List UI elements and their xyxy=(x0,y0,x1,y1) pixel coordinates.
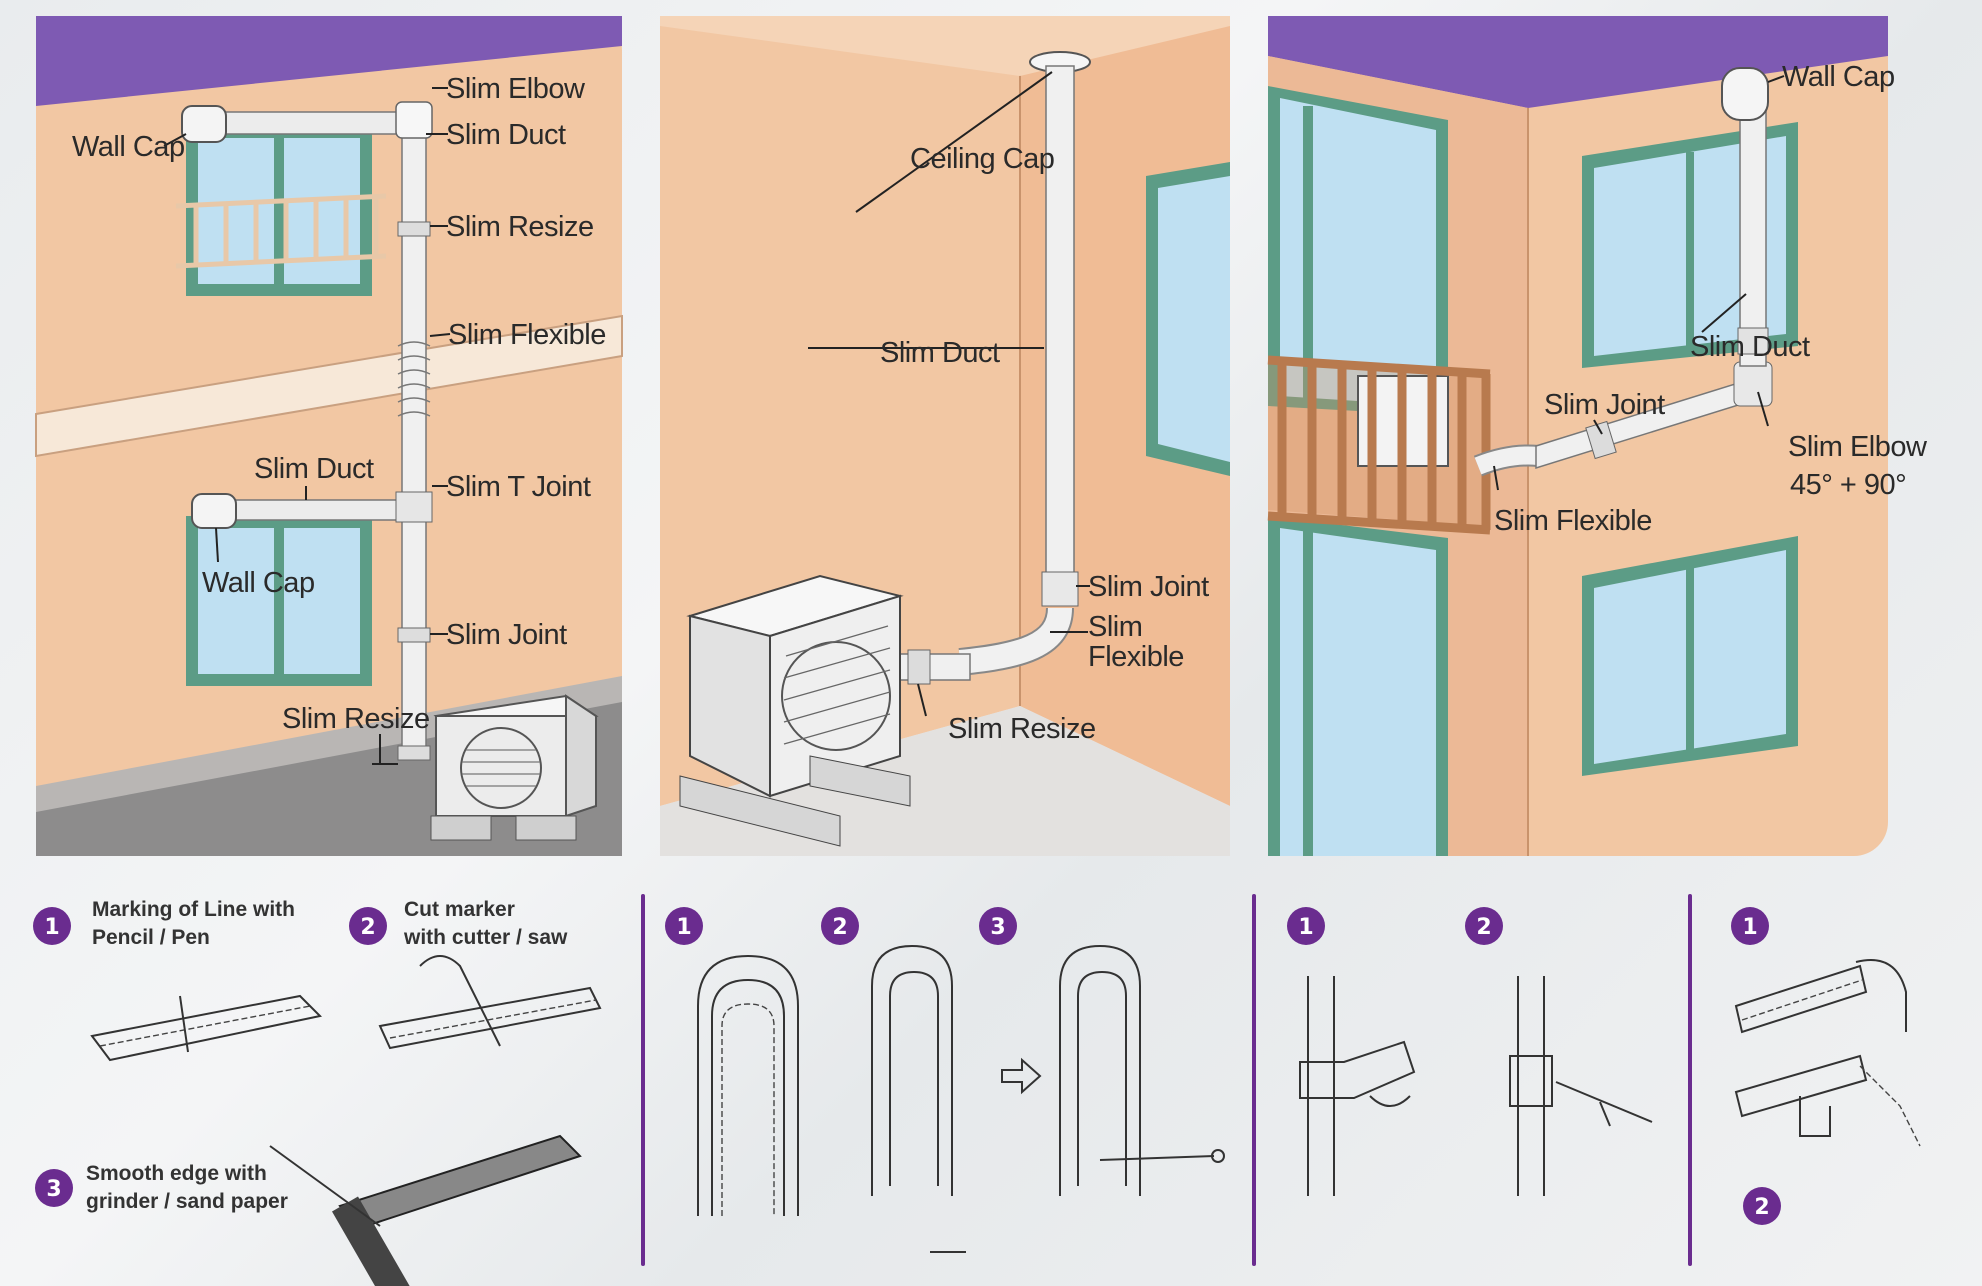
group-elbow-fitting: 1 2 xyxy=(1731,907,1921,1225)
group-cut-duct: 1 Marking of Line with Pencil / Pen 2 Cu… xyxy=(33,898,602,1286)
balcony-illustration: Wall Cap Slim Duct Slim Joint Slim Elbow… xyxy=(1267,16,1928,856)
outdoor-unit xyxy=(430,694,599,841)
panel-corner-ceiling-layout: Ceiling Cap Slim Duct Slim Joint Slim Fl… xyxy=(660,16,1230,856)
label-ceiling-cap: Ceiling Cap xyxy=(910,143,1054,175)
g2-step-badge-3: 3 xyxy=(979,907,1017,945)
window-left-upper xyxy=(1268,86,1448,416)
svg-text:1: 1 xyxy=(44,915,59,940)
corner-illustration: Ceiling Cap Slim Duct Slim Joint Slim Fl… xyxy=(660,16,1230,856)
duct-system xyxy=(181,101,433,761)
window-top xyxy=(175,126,387,296)
label-slim-resize-bottom: Slim Resize xyxy=(282,703,430,735)
divider-1 xyxy=(641,894,645,1266)
step2-text-line2: with cutter / saw xyxy=(403,926,568,949)
divider-3 xyxy=(1688,894,1692,1266)
label-slim-resize: Slim Resize xyxy=(446,211,594,243)
panel-balcony-layout: Wall Cap Slim Duct Slim Joint Slim Elbow… xyxy=(1267,16,1928,856)
label-slim-flexible-line1: Slim xyxy=(1088,611,1142,643)
panel-two-story-duct-layout: Slim Elbow Slim Duct Wall Cap Slim Resiz… xyxy=(35,16,623,856)
divider-2 xyxy=(1252,894,1256,1266)
label-slim-flexible: Slim Flexible xyxy=(1494,505,1652,537)
label-slim-flexible-line2: Flexible xyxy=(1088,641,1184,673)
window-right-lower xyxy=(1582,536,1798,776)
label-slim-elbow-angle: 45° + 90° xyxy=(1790,469,1906,501)
label-slim-elbow: Slim Elbow xyxy=(446,73,586,105)
label-wall-cap: Wall Cap xyxy=(72,131,185,163)
svg-text:1: 1 xyxy=(1742,915,1757,940)
step1-text-line1: Marking of Line with xyxy=(92,898,295,921)
window-bottom xyxy=(186,516,372,686)
label-slim-joint: Slim Joint xyxy=(1088,571,1209,603)
g4-step-badge-1: 1 xyxy=(1731,907,1769,945)
svg-text:2: 2 xyxy=(832,915,847,940)
step-badge-1: 1 xyxy=(33,907,71,945)
instruction-strip: 1 Marking of Line with Pencil / Pen 2 Cu… xyxy=(33,898,1921,1286)
step2-text-line1: Cut marker xyxy=(404,898,515,921)
step-badge-2: 2 xyxy=(349,907,387,945)
svg-text:2: 2 xyxy=(1476,915,1491,940)
window-left-lower xyxy=(1268,516,1448,856)
label-slim-duct: Slim Duct xyxy=(880,337,1000,369)
balcony xyxy=(1267,355,1491,535)
roof xyxy=(1268,16,1888,108)
hose-in-duct-sketch xyxy=(697,954,799,1216)
roof xyxy=(36,16,622,106)
label-slim-duct-mid: Slim Duct xyxy=(254,453,374,485)
clamp-screw-sketch xyxy=(1509,976,1653,1196)
svg-text:1: 1 xyxy=(676,915,691,940)
elbow-sketch-top xyxy=(1734,959,1907,1034)
label-slim-flexible: Slim Flexible xyxy=(448,319,606,351)
g3-step-badge-2: 2 xyxy=(1465,907,1503,945)
duct-marking-sketch xyxy=(90,994,323,1062)
g2-step-badge-2: 2 xyxy=(821,907,859,945)
label-wall-cap: Wall Cap xyxy=(1782,61,1895,93)
wall-cap-top-shape xyxy=(181,105,227,143)
duct-system xyxy=(1473,67,1773,477)
svg-text:3: 3 xyxy=(46,1177,61,1202)
label-slim-t-joint: Slim T Joint xyxy=(446,471,591,503)
label-slim-duct: Slim Duct xyxy=(1690,331,1810,363)
screw-fixing-sketch xyxy=(1059,944,1225,1196)
group-joint-assembly: 1 2 3 xyxy=(665,907,1225,1253)
duct-cutting-sketch xyxy=(378,955,602,1050)
arrow-icon xyxy=(1001,1057,1042,1095)
step3-text-line2: grinder / sand paper xyxy=(86,1190,288,1213)
two-story-illustration: Slim Elbow Slim Duct Wall Cap Slim Resiz… xyxy=(35,16,623,856)
svg-text:2: 2 xyxy=(1754,1195,1769,1220)
step3-text-line1: Smooth edge with xyxy=(86,1162,267,1185)
step-badge-3: 3 xyxy=(35,1169,73,1207)
group-clamp-fixing: 1 2 xyxy=(1287,907,1653,1196)
sanding-sketch xyxy=(269,1134,582,1286)
label-wall-cap-mid: Wall Cap xyxy=(202,567,315,599)
svg-text:3: 3 xyxy=(990,915,1005,940)
label-slim-resize: Slim Resize xyxy=(948,713,1096,745)
cover-fitting-sketch xyxy=(871,944,966,1253)
step1-text-line2: Pencil / Pen xyxy=(92,926,210,949)
g2-step-badge-1: 1 xyxy=(665,907,703,945)
svg-text:1: 1 xyxy=(1298,915,1313,940)
label-slim-duct: Slim Duct xyxy=(446,119,566,151)
label-slim-elbow: Slim Elbow xyxy=(1788,431,1928,463)
elbow-sketch-bottom xyxy=(1734,1054,1921,1147)
svg-text:2: 2 xyxy=(360,915,375,940)
label-slim-joint: Slim Joint xyxy=(446,619,567,651)
g4-step-badge-2: 2 xyxy=(1743,1187,1781,1225)
clamp-open-sketch xyxy=(1299,976,1416,1196)
g3-step-badge-1: 1 xyxy=(1287,907,1325,945)
window-right xyxy=(1146,162,1230,476)
outdoor-unit xyxy=(679,574,911,847)
label-slim-joint: Slim Joint xyxy=(1544,389,1665,421)
